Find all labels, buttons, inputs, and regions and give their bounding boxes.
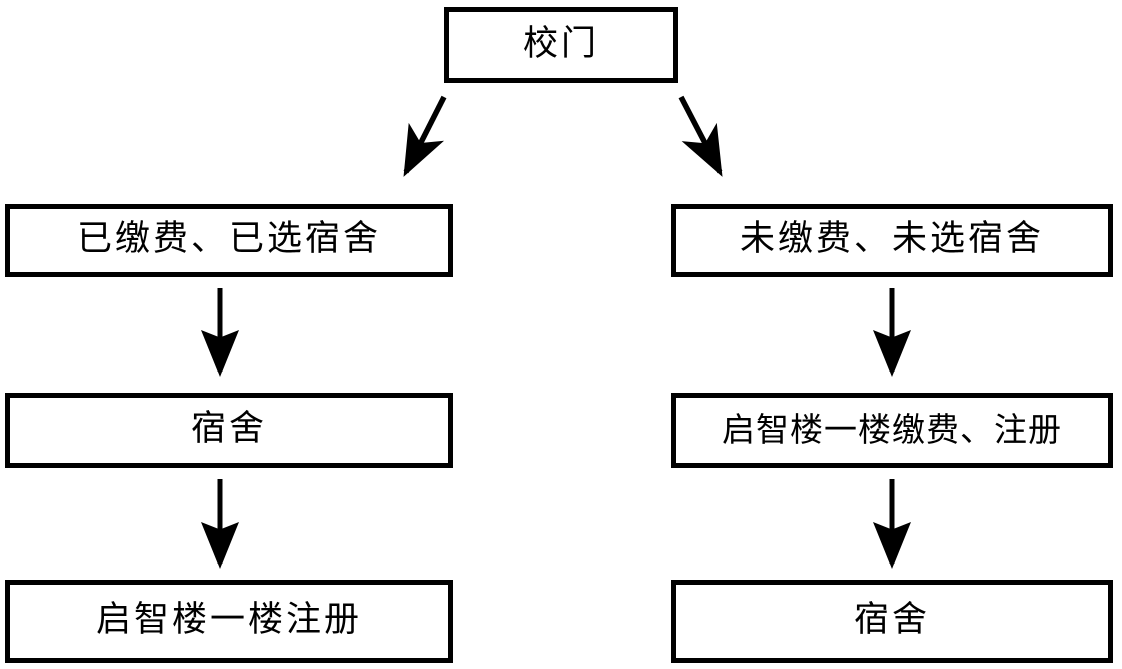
- node-right-step-3[interactable]: 宿舍: [671, 580, 1113, 663]
- connector-root-to-left: [403, 95, 447, 177]
- node-left-step-1-label: 已缴费、已选宿舍: [76, 219, 381, 259]
- node-school-gate-label: 校门: [522, 23, 599, 64]
- node-right-step-3-label: 宿舍: [853, 600, 930, 640]
- node-left-step-1[interactable]: 已缴费、已选宿舍: [5, 204, 453, 277]
- node-right-step-1-label: 未缴费、未选宿舍: [739, 219, 1044, 259]
- node-right-step-2-label: 启智楼一楼缴费、注册: [722, 410, 1062, 449]
- connector-root-to-right: [678, 95, 723, 177]
- node-left-step-2-label: 宿舍: [190, 409, 267, 449]
- node-left-step-3-label: 启智楼一楼注册: [95, 600, 362, 640]
- node-school-gate[interactable]: 校门: [444, 7, 678, 83]
- node-right-step-2[interactable]: 启智楼一楼缴费、注册: [671, 393, 1113, 468]
- node-right-step-1[interactable]: 未缴费、未选宿舍: [671, 204, 1113, 277]
- node-left-step-3[interactable]: 启智楼一楼注册: [5, 580, 453, 663]
- node-left-step-2[interactable]: 宿舍: [5, 393, 453, 468]
